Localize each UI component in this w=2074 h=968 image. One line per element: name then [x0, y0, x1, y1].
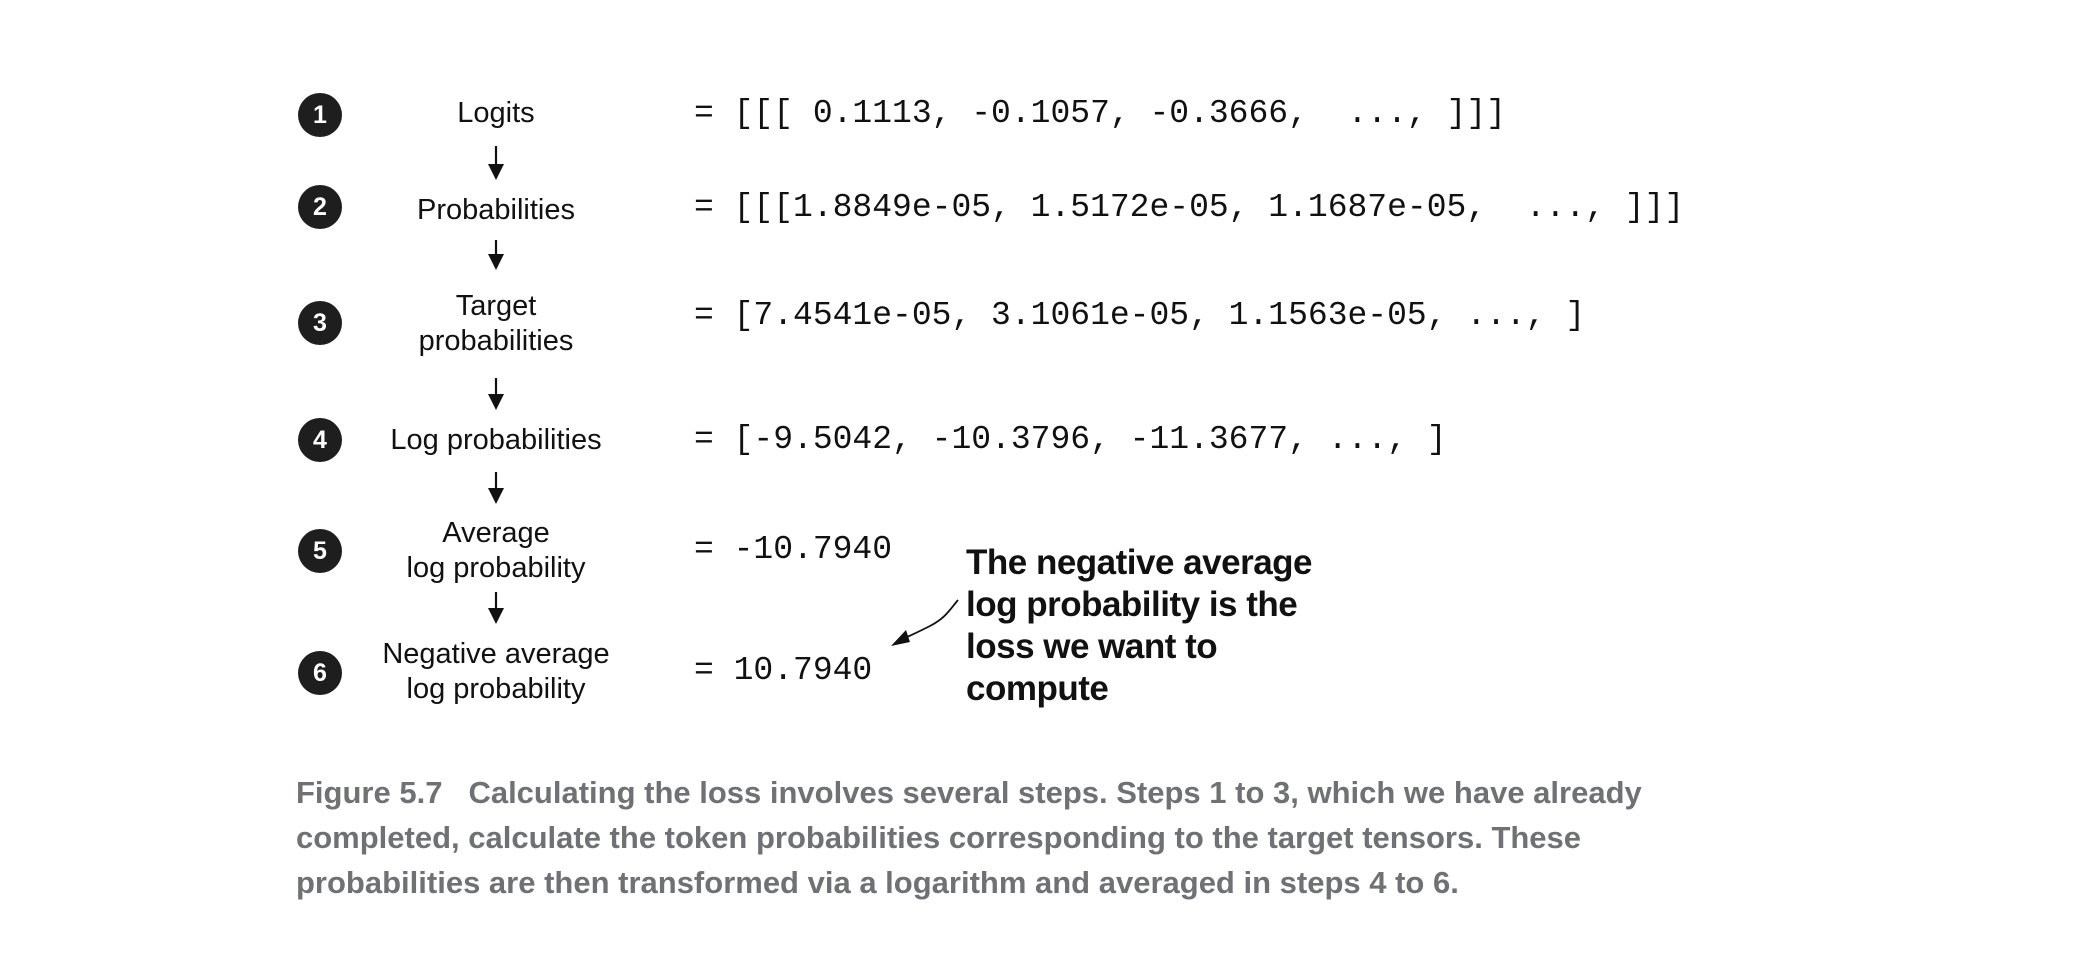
step-value-logits: = [[[ 0.1113, -0.1057, -0.3666, ..., ]]] — [694, 95, 1506, 132]
step-label-average-log-probability: Average log probability — [346, 516, 646, 586]
step-value-negative-average-log-probability: = 10.7940 — [694, 652, 873, 689]
caption-line: Figure 5.7 Calculating the loss involves … — [296, 770, 1796, 815]
step-label-line: Target — [455, 290, 537, 322]
step-badge-3: 3 — [298, 301, 342, 345]
step-value-probabilities: = [[[1.8849e-05, 1.5172e-05, 1.1687e-05,… — [694, 189, 1685, 226]
step-label-line: log probability — [406, 673, 586, 705]
step-value-log-probabilities: = [-9.5042, -10.3796, -11.3677, ..., ] — [694, 421, 1447, 458]
step-arrow-2-3 — [488, 240, 504, 270]
step-label-negative-average-log-probability: Negative average log probability — [346, 637, 646, 707]
step-label-line: Negative average — [382, 638, 610, 670]
step-label-logits: Logits — [346, 96, 646, 131]
step-label-line: Average — [442, 517, 550, 549]
step-label-line: Logits — [457, 97, 535, 129]
step-label-line: Log probabilities — [390, 424, 602, 456]
step-badge-6: 6 — [298, 651, 342, 695]
annotation-line: compute — [966, 669, 1109, 708]
step-badge-1: 1 — [298, 93, 342, 137]
step-label-line: probabilities — [418, 325, 574, 357]
annotation-pointer-arrow — [891, 599, 959, 646]
annotation-line: log probability is the — [966, 585, 1298, 624]
step-label-target-probabilities: Target probabilities — [346, 289, 646, 359]
step-badge-5: 5 — [298, 529, 342, 573]
step-arrow-5-6 — [488, 592, 504, 624]
figure-number: Figure 5.7 — [296, 775, 443, 810]
step-badge-2: 2 — [298, 185, 342, 229]
figure-caption: Figure 5.7 Calculating the loss involves … — [296, 770, 1796, 905]
step-arrow-1-2 — [488, 146, 504, 180]
step-value-average-log-probability: = -10.7940 — [694, 531, 893, 568]
step-label-line: log probability — [406, 552, 586, 584]
step-badge-4: 4 — [298, 418, 342, 462]
step-label-probabilities: Probabilities — [346, 193, 646, 228]
caption-text: Calculating the loss involves several st… — [468, 775, 1642, 810]
annotation-line: The negative average — [966, 543, 1313, 582]
caption-line: completed, calculate the token probabili… — [296, 820, 1582, 855]
loss-annotation: The negative average log probability is … — [966, 542, 1346, 710]
step-arrow-3-4 — [488, 378, 504, 410]
annotation-line: loss we want to — [966, 627, 1218, 666]
step-label-log-probabilities: Log probabilities — [346, 423, 646, 458]
step-arrow-4-5 — [488, 472, 504, 504]
step-label-line: Probabilities — [417, 194, 575, 226]
step-value-target-probabilities: = [7.4541e-05, 3.1061e-05, 1.1563e-05, .… — [694, 297, 1586, 334]
caption-line: probabilities are then transformed via a… — [296, 865, 1459, 900]
